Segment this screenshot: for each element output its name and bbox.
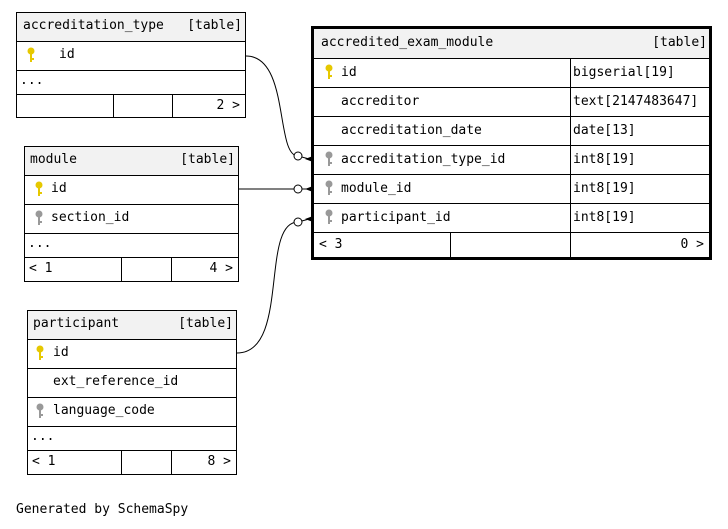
ellipsis: ...: [28, 236, 52, 251]
relation-end-circle: [293, 151, 303, 161]
table-name: accreditation_type: [23, 18, 164, 33]
table-kind: [table]: [652, 35, 707, 50]
table-name: module: [30, 152, 77, 167]
column-name: accreditation_type_id: [341, 152, 506, 167]
table-kind: [table]: [178, 316, 233, 331]
column-row[interactable]: accreditation_type_id int8[19]: [314, 146, 709, 175]
footer-children-count[interactable]: 8 >: [207, 454, 231, 469]
foreign-key-icon: [35, 210, 43, 226]
column-name: accreditation_date: [341, 123, 482, 138]
column-type: int8[19]: [573, 181, 636, 196]
column-row[interactable]: ext_reference_id: [28, 369, 236, 398]
relation-participant: [236, 217, 314, 354]
table-name: participant: [33, 316, 120, 331]
primary-key-icon: [325, 64, 333, 80]
table-accreditation-type[interactable]: accreditation_type [table] id ... 2 >: [16, 12, 246, 118]
column-row[interactable]: id: [28, 340, 236, 369]
column-type: bigserial[19]: [573, 65, 675, 80]
table-participant[interactable]: participant [table] id ext_reference_id …: [27, 310, 237, 475]
table-footer: < 1 4 >: [25, 258, 238, 281]
footer-parents-count[interactable]: < 1: [32, 454, 56, 469]
footer-children-count[interactable]: 0 >: [680, 237, 704, 252]
relation-end-circle: [293, 217, 303, 227]
column-name: language_code: [53, 403, 155, 418]
column-name: participant_id: [341, 210, 451, 225]
table-footer: < 3 0 >: [314, 233, 709, 257]
relation-accreditation-type: [245, 55, 314, 161]
generated-by-text: Generated by SchemaSpy: [16, 502, 189, 517]
column-name: section_id: [51, 210, 130, 225]
column-type: int8[19]: [573, 152, 636, 167]
foreign-key-icon: [325, 180, 333, 196]
foreign-key-icon: [36, 403, 44, 419]
table-footer: < 1 8 >: [28, 451, 236, 474]
column-name: ext_reference_id: [53, 374, 179, 389]
more-columns[interactable]: ...: [25, 234, 238, 258]
footer-parents-count[interactable]: < 1: [29, 261, 53, 276]
column-row[interactable]: participant_id int8[19]: [314, 204, 709, 233]
foreign-key-icon: [325, 209, 333, 225]
column-name: module_id: [341, 181, 412, 196]
primary-key-icon: [35, 181, 43, 197]
relation-end-circle: [293, 184, 303, 194]
table-accredited-exam-module[interactable]: accredited_exam_module [table] id bigser…: [311, 26, 712, 260]
column-row[interactable]: id: [17, 42, 245, 71]
foreign-key-icon: [325, 151, 333, 167]
column-row[interactable]: id bigserial[19]: [314, 59, 709, 88]
column-row[interactable]: section_id: [25, 205, 238, 234]
column-type: date[13]: [573, 123, 636, 138]
more-columns[interactable]: ...: [17, 71, 245, 95]
footer-children-count[interactable]: 2 >: [216, 98, 240, 113]
column-name: id: [53, 345, 69, 360]
table-header: participant [table]: [28, 311, 236, 340]
column-row[interactable]: module_id int8[19]: [314, 175, 709, 204]
column-row[interactable]: id: [25, 176, 238, 205]
table-kind: [table]: [180, 152, 235, 167]
column-row[interactable]: accreditation_date date[13]: [314, 117, 709, 146]
column-name: id: [51, 181, 67, 196]
more-columns[interactable]: ...: [28, 427, 236, 451]
table-name: accredited_exam_module: [321, 35, 494, 50]
table-header: accreditation_type [table]: [17, 13, 245, 42]
table-module[interactable]: module [table] id section_id ... < 1 4 >: [24, 146, 239, 282]
table-header: accredited_exam_module [table]: [314, 29, 709, 59]
column-type: int8[19]: [573, 210, 636, 225]
table-header: module [table]: [25, 147, 238, 176]
table-kind: [table]: [187, 18, 242, 33]
column-name: accreditor: [341, 94, 420, 109]
column-name: id: [341, 65, 357, 80]
column-type: text[2147483647]: [573, 94, 699, 109]
column-name: id: [59, 47, 75, 62]
ellipsis: ...: [31, 429, 55, 444]
column-row[interactable]: accreditor text[2147483647]: [314, 88, 709, 117]
footer-children-count[interactable]: 4 >: [209, 261, 233, 276]
table-footer: 2 >: [17, 95, 245, 117]
primary-key-icon: [36, 345, 44, 361]
ellipsis: ...: [20, 73, 44, 88]
column-row[interactable]: language_code: [28, 398, 236, 427]
footer-parents-count[interactable]: < 3: [319, 237, 343, 252]
primary-key-icon: [27, 47, 35, 63]
